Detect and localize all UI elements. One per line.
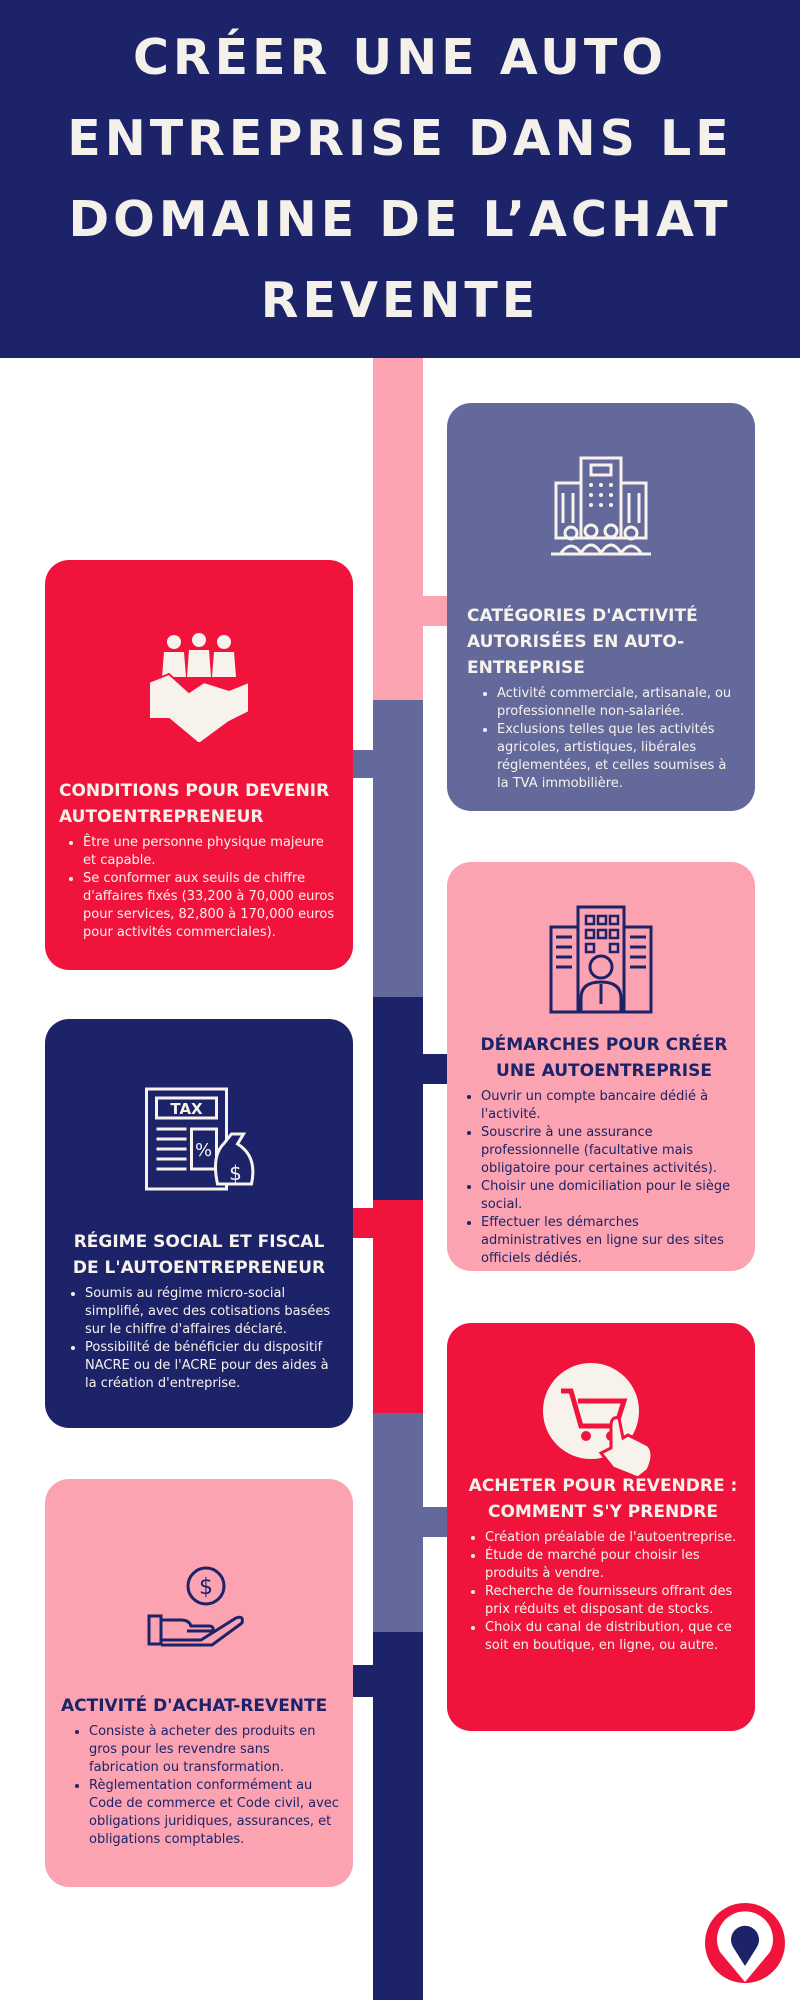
card-title: DÉMARCHES POUR CRÉER UNE AUTOENTREPRISE — [480, 1035, 728, 1081]
header: CRÉER UNE AUTO ENTREPRISE DANS LE DOMAIN… — [0, 0, 800, 358]
bullet: Soumis au régime micro-social simplifié,… — [85, 1285, 339, 1339]
card-title: RÉGIME SOCIAL ET FISCAL DE L'AUTOENTREPR… — [72, 1232, 326, 1278]
timeline-segment — [373, 1632, 423, 2000]
shopping-cart-click-icon — [543, 1363, 654, 1480]
connector — [423, 1054, 447, 1084]
bullet: Choix du canal de distribution, que ce s… — [485, 1619, 743, 1655]
bullet: Possibilité de bénéficier du dispositif … — [85, 1339, 339, 1393]
bullet: Choisir une domiciliation pour le siège … — [481, 1178, 743, 1214]
timeline-segment — [373, 1200, 423, 1413]
bullet: Effectuer les démarches administratives … — [481, 1214, 743, 1268]
connector — [423, 596, 447, 626]
connector — [353, 1665, 373, 1697]
bullet: Exclusions telles que les activités agri… — [497, 721, 739, 793]
hand-dollar-coin-icon: $ — [147, 1566, 244, 1647]
timeline-segment — [373, 358, 423, 700]
svg-text:$: $ — [199, 1575, 213, 1600]
timeline-segment — [373, 1413, 423, 1632]
card-title: ACHETER POUR REVENDRE : COMMENT S'Y PREN… — [468, 1476, 738, 1522]
card-resale-activity: $ ACTIVITÉ D'ACHAT-REVENTE Consiste à ac… — [45, 1479, 353, 1887]
card-conditions: CONDITIONS POUR DEVENIR AUTOENTREPRENEUR… — [45, 560, 353, 970]
office-building-icon — [551, 456, 651, 556]
handshake-team-icon — [148, 633, 250, 742]
location-pin-logo — [705, 1903, 785, 1983]
card-steps: DÉMARCHES POUR CRÉER UNE AUTOENTREPRISE … — [447, 862, 755, 1271]
card-title: CATÉGORIES D'ACTIVITÉ AUTORISÉES EN AUTO… — [467, 606, 698, 678]
bullet: Création préalable de l'autoentreprise. — [485, 1529, 743, 1547]
page-title: CRÉER UNE AUTO ENTREPRISE DANS LE DOMAIN… — [67, 29, 733, 329]
card-tax-regime: TAX % $ RÉGIME SOCIAL ET FISCAL DE L'AUT… — [45, 1019, 353, 1428]
card-title: ACTIVITÉ D'ACHAT-REVENTE — [61, 1696, 328, 1716]
svg-text:%: % — [195, 1140, 212, 1161]
bullet: Étude de marché pour choisir les produit… — [485, 1547, 743, 1583]
svg-text:TAX: TAX — [170, 1100, 203, 1118]
bullet: Règlementation conformément au Code de c… — [89, 1777, 339, 1849]
bullet: Se conformer aux seuils de chiffre d'aff… — [83, 870, 339, 942]
connector — [423, 1507, 447, 1537]
bullet: Activité commerciale, artisanale, ou pro… — [497, 685, 739, 721]
timeline-segment — [373, 997, 423, 1200]
tax-form-money-bag-icon: TAX % $ — [145, 1087, 255, 1191]
card-activity-categories: CATÉGORIES D'ACTIVITÉ AUTORISÉES EN AUTO… — [447, 403, 755, 811]
svg-text:$: $ — [229, 1161, 242, 1185]
timeline-segment — [373, 700, 423, 997]
card-title: CONDITIONS POUR DEVENIR AUTOENTREPRENEUR — [59, 781, 330, 827]
card-buy-to-resell: ACHETER POUR REVENDRE : COMMENT S'Y PREN… — [447, 1323, 755, 1731]
bullet: Souscrire à une assurance professionnell… — [481, 1124, 743, 1178]
bullet: Recherche de fournisseurs offrant des pr… — [485, 1583, 743, 1619]
bullet: Consiste à acheter des produits en gros … — [89, 1723, 339, 1777]
connector — [353, 1208, 373, 1238]
connector — [353, 750, 373, 778]
bullet: Ouvrir un compte bancaire dédié à l'acti… — [481, 1088, 743, 1124]
bullet: Être une personne physique majeure et ca… — [83, 834, 339, 870]
businessman-buildings-icon — [549, 905, 653, 1014]
